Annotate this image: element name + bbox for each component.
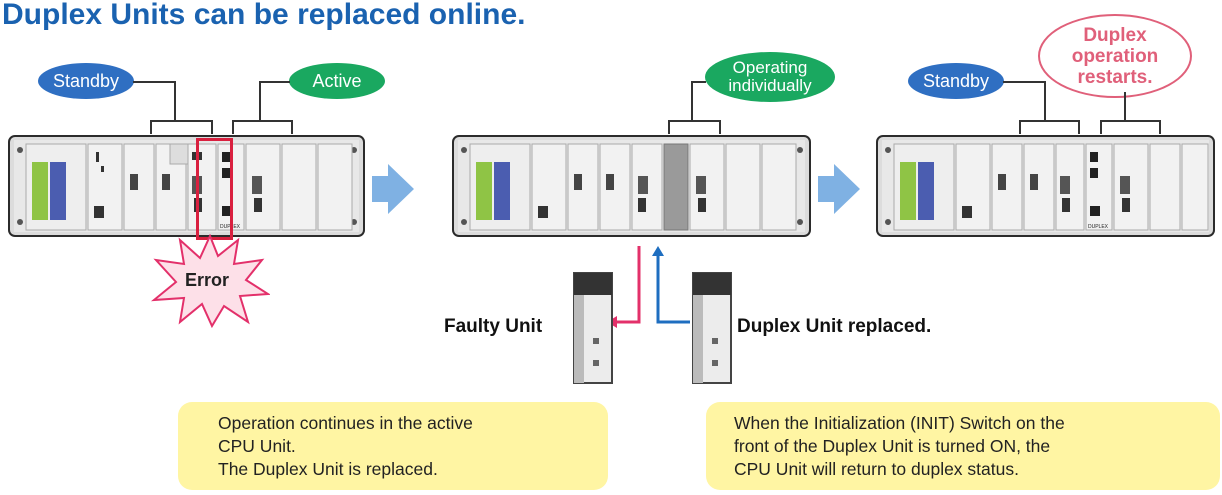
bracket-line [1159,120,1161,134]
callout-right-line2: front of the Duplex Unit is turned ON, t… [734,436,1051,456]
svg-text:DUPLEX: DUPLEX [1088,224,1109,230]
connector-line [691,81,693,121]
error-highlight-box [196,138,233,240]
bracket-line [232,120,292,122]
restart-line2: operation [1071,45,1159,67]
bracket-line [291,120,293,134]
duplex-restarts-callout: Duplex operation restarts. [1038,14,1192,98]
operating-individually-pill: Operating individually [705,52,835,102]
duplex-unit-replaced-label: Duplex Unit replaced. [737,316,932,337]
active-label: Active [312,70,362,91]
bracket-line [1019,120,1021,134]
insert-arrow-icon [652,246,690,324]
connector-line [260,81,290,83]
bracket-line [1019,120,1079,122]
callout-left: Operation continues in the active CPU Un… [178,402,608,490]
restart-line3: restarts. [1077,66,1153,88]
bracket-line [668,120,720,122]
connector-line [133,81,175,83]
standby-pill-right: Standby [908,63,1004,99]
callout-left-line1: Operation continues in the active [218,413,473,433]
bracket-line [1078,120,1080,134]
bracket-line [1100,120,1160,122]
connector-line [1003,81,1045,83]
callout-left-line2: CPU Unit. [218,436,296,456]
duplex-unit-icon [573,272,613,384]
operating-label-line2: individually [728,76,812,95]
plc-rack-icon [452,135,811,237]
error-burst-icon [150,234,270,328]
callout-right-line3: CPU Unit will return to duplex status. [734,459,1019,479]
connector-line [1124,92,1126,121]
bracket-line [211,120,213,134]
flow-arrow-icon [818,164,860,214]
callout-right-line1: When the Initialization (INIT) Switch on… [734,413,1065,433]
standby-label: Standby [52,70,120,91]
bracket-line [1100,120,1102,134]
operating-label-line1: Operating [732,58,808,78]
connector-line [692,81,706,83]
restart-line1: Duplex [1083,24,1147,46]
standby-pill-left: Standby [38,63,134,99]
bracket-line [668,120,670,134]
callout-right: When the Initialization (INIT) Switch on… [706,402,1220,490]
bracket-line [150,120,212,122]
standby-label-right: Standby [922,70,990,91]
plc-rack-icon: DUPLEX [8,135,365,237]
flow-arrow-icon [372,164,414,214]
page-title: Duplex Units can be replaced online. [2,0,526,31]
bracket-line [232,120,234,134]
connector-line [1044,81,1046,121]
active-pill-left: Active [289,63,385,99]
duplex-unit-icon [692,272,732,384]
faulty-unit-label: Faulty Unit [444,316,543,337]
bracket-line [719,120,721,134]
bracket-line [150,120,152,134]
error-label: Error [185,270,230,290]
callout-left-line3: The Duplex Unit is replaced. [218,459,438,479]
plc-rack-icon: DUPLEX [876,135,1215,237]
connector-line [259,81,261,121]
connector-line [174,81,176,121]
